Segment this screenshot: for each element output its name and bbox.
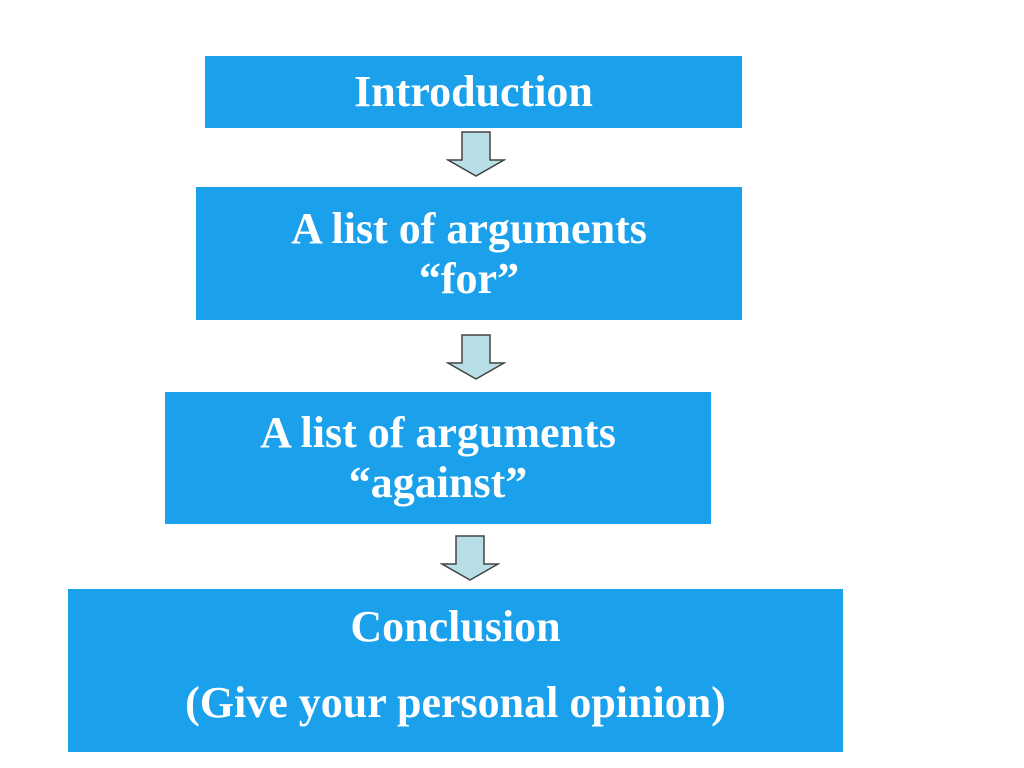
introduction-box: Introduction xyxy=(205,56,742,128)
down-arrow-icon xyxy=(440,535,500,581)
arguments-against-line1: A list of arguments xyxy=(260,408,616,457)
arguments-for-line1: A list of arguments xyxy=(291,203,647,253)
conclusion-title: Conclusion xyxy=(350,602,561,651)
down-arrow-icon xyxy=(446,131,506,177)
conclusion-subtitle: (Give your personal opinion) xyxy=(185,678,726,727)
arguments-for-line2: “for” xyxy=(418,253,520,303)
introduction-label: Introduction xyxy=(354,67,593,116)
arguments-against-line2: “against” xyxy=(348,458,528,507)
arguments-against-box: A list of arguments “against” xyxy=(165,392,711,524)
down-arrow-icon xyxy=(446,334,506,380)
arguments-for-box: A list of arguments “for” xyxy=(196,187,742,320)
conclusion-box: Conclusion (Give your personal opinion) xyxy=(68,589,843,752)
